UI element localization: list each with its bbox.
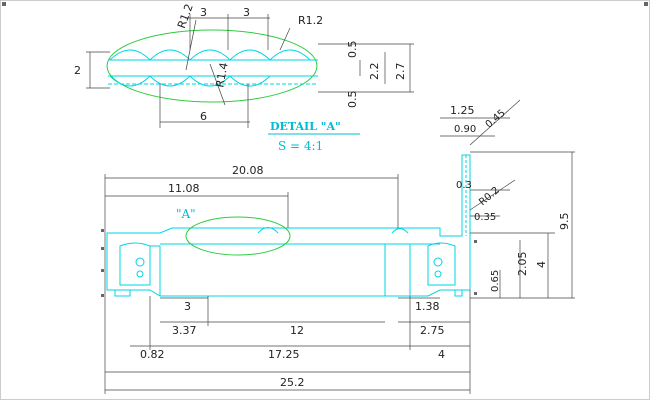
dim-w3-b: 3: [243, 6, 250, 19]
main-profile-view: "A": [101, 99, 575, 394]
callout-label: "A": [176, 207, 196, 221]
dim-h05-bot: 0.5: [346, 91, 359, 109]
dim-4-right: 4: [535, 261, 548, 268]
corner-marker: [2, 2, 6, 6]
dim-0-65: 0.65: [490, 270, 501, 292]
dim-2-05: 2.05: [516, 252, 529, 277]
dim-w3-a: 3: [200, 6, 207, 19]
dim-0-45: 0.45: [484, 108, 508, 131]
dim-0-35: 0.35: [474, 212, 496, 223]
main-dim-lines: [104, 99, 575, 394]
dim-0-90: 0.90: [454, 124, 476, 135]
detail-title: DETAIL "A": [270, 120, 341, 133]
node-markers: [101, 229, 477, 297]
dim-20-08: 20.08: [232, 164, 264, 177]
dim-h05-top: 0.5: [346, 41, 359, 59]
dim-r0-2: R0.2: [477, 185, 502, 208]
corner-marker: [644, 2, 648, 6]
detail-dim-lines: [86, 14, 414, 128]
dim-4-bottom: 4: [438, 348, 445, 361]
dim-2-75: 2.75: [420, 324, 445, 337]
dim-11-08: 11.08: [168, 182, 200, 195]
dim-0-3: 0.3: [456, 180, 472, 191]
dim-25-2: 25.2: [280, 376, 305, 389]
dim-r12-left: R1.2: [175, 2, 196, 30]
dim-h2: 2: [74, 64, 81, 77]
dim-3: 3: [184, 300, 191, 313]
dim-12: 12: [290, 324, 304, 337]
main-profile-outline: [106, 154, 471, 297]
detail-profile: [108, 49, 318, 87]
dim-h27: 2.7: [394, 63, 407, 81]
callout-ellipse: [185, 216, 291, 256]
dim-1-38: 1.38: [415, 300, 440, 313]
dim-0-82: 0.82: [140, 348, 165, 361]
detail-highlight-ellipse: [106, 29, 318, 103]
dim-w6: 6: [200, 110, 207, 123]
dim-r12-right: R1.2: [298, 14, 323, 27]
dim-17-25: 17.25: [268, 348, 300, 361]
dim-9-5: 9.5: [558, 213, 571, 231]
dim-3-37: 3.37: [172, 324, 197, 337]
detail-scale: S = 4:1: [278, 139, 323, 153]
dim-r14: R1.4: [213, 61, 230, 88]
dim-h22: 2.2: [368, 63, 381, 81]
detail-a-view: R1.2 3 3 R1.2 2 0.5 2.2 2.7 0.5 6 R1.4 D…: [74, 2, 414, 153]
dim-1-25: 1.25: [450, 104, 475, 117]
